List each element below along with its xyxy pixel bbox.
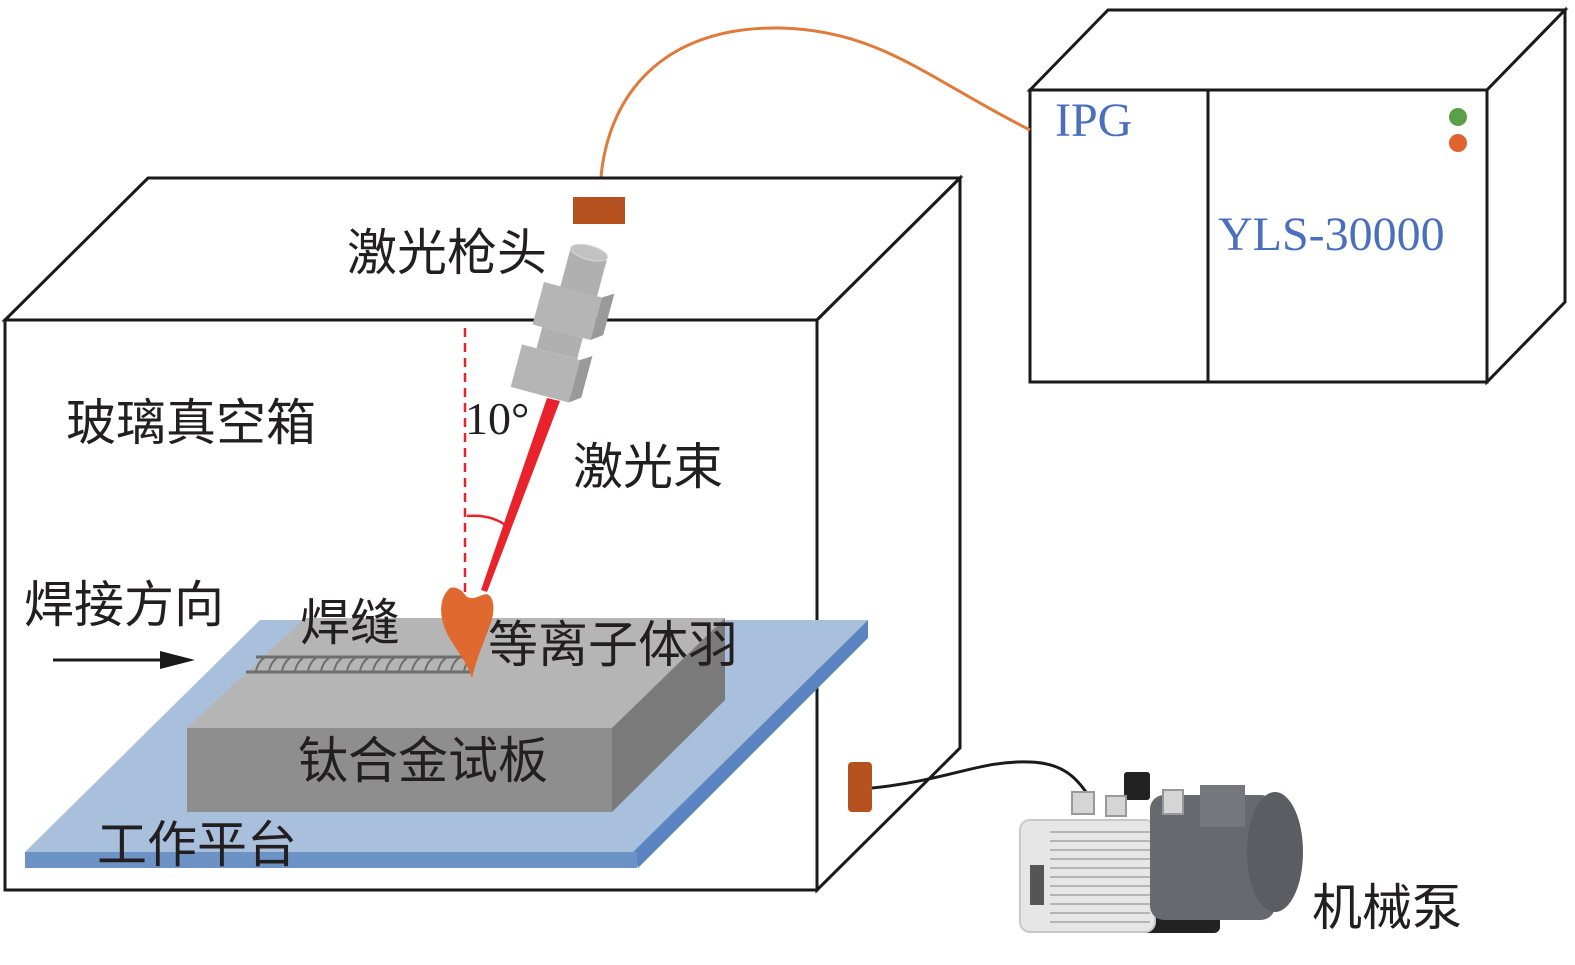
laser-source-front-face <box>1028 88 1489 384</box>
vacuum-outlet-connector <box>848 762 872 812</box>
laser-head <box>510 197 625 403</box>
welding-direction-label: 焊接方向 <box>24 577 224 633</box>
laser-beam <box>481 398 560 592</box>
weld-ripple <box>294 657 304 672</box>
titanium-plate-label: 钛合金试板 <box>298 733 548 789</box>
model-label: YLS-30000 <box>1218 208 1445 261</box>
welding-direction-arrow <box>53 651 195 669</box>
laser-head-label: 激光枪头 <box>347 225 547 281</box>
pump-exhaust-knob <box>1124 772 1150 800</box>
weld-ripple <box>346 657 356 672</box>
vacuum-box <box>1 174 964 894</box>
brand-label: IPG <box>1055 94 1132 147</box>
angle-label: 10° <box>465 393 529 444</box>
weld-ripple <box>255 657 265 672</box>
laser-source-box: IPG YLS-30000 <box>1026 6 1569 386</box>
work-platform-label: 工作平台 <box>97 817 297 873</box>
plate-front <box>187 728 612 812</box>
pump-inlet-flange <box>1071 791 1095 815</box>
vacuum-box-label: 玻璃真空箱 <box>66 395 316 451</box>
fiber-connector <box>573 197 625 224</box>
weld-ripple <box>307 657 317 672</box>
weld-ripple <box>359 657 369 672</box>
weld-ripple <box>281 657 291 672</box>
pump-motor-end <box>1247 792 1303 912</box>
mechanical-pump-label: 机械泵 <box>1312 880 1462 936</box>
weld-ripple <box>268 657 278 672</box>
pump-terminal-box <box>1200 785 1245 827</box>
plasma-plume <box>441 587 494 678</box>
fiber-cable <box>598 26 1031 199</box>
weld-ripple <box>398 657 408 672</box>
pump-flange-right <box>1162 789 1184 815</box>
weld-ripple <box>437 657 447 672</box>
mechanical-pump <box>1019 772 1303 933</box>
status-light-green[interactable] <box>1449 108 1467 126</box>
vacuum-box-front-face <box>3 318 819 892</box>
status-light-orange[interactable] <box>1449 134 1467 152</box>
plate-side <box>612 618 725 812</box>
weld-ripple <box>385 657 395 672</box>
platform-side <box>633 620 868 868</box>
weld-ripple <box>333 657 343 672</box>
plasma-plume-label: 等离子体羽 <box>488 617 738 673</box>
weld-ripple <box>372 657 382 672</box>
weld-ripple <box>450 657 460 672</box>
vacuum-hose <box>871 760 1090 796</box>
weld-ripple <box>320 657 330 672</box>
laser-source-top-face <box>1026 8 1569 92</box>
weld-seam <box>246 655 473 674</box>
pump-sight-glass <box>1030 865 1044 905</box>
pump-outlet-flange <box>1105 795 1127 817</box>
weld-ripple <box>411 657 421 672</box>
weld-ripple <box>424 657 434 672</box>
weld-seam-label: 焊缝 <box>300 595 400 651</box>
laser-beam-label: 激光束 <box>573 439 723 495</box>
angle-arc <box>466 514 509 528</box>
platform-front <box>25 852 637 868</box>
